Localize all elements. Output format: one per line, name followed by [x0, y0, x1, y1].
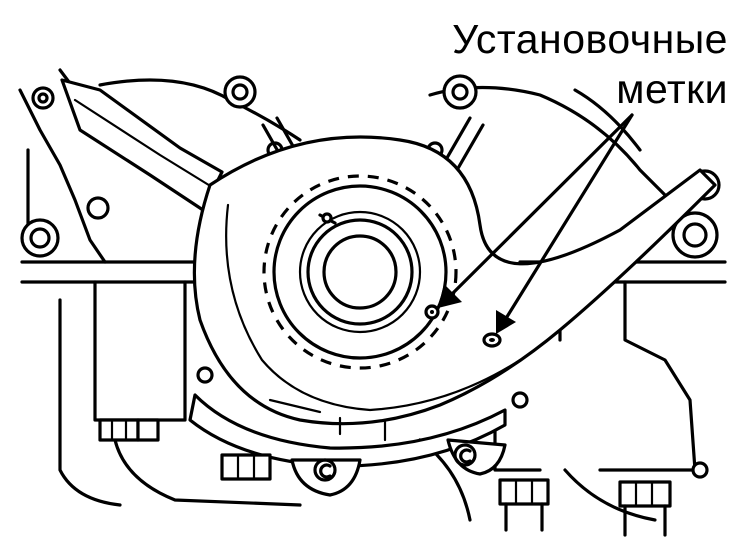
engine-block	[18, 68, 727, 522]
callout-line-2: метки	[616, 66, 728, 112]
bolts	[98, 418, 672, 537]
arrow-icon	[438, 113, 634, 308]
bolt-icon	[498, 478, 550, 532]
crank-sprocket	[262, 174, 458, 370]
clip-icon	[453, 443, 477, 467]
callout-line-1: Установочные	[452, 16, 728, 62]
belt-cover-arm	[60, 78, 224, 212]
timing-marks-label: Установочные метки	[452, 14, 728, 114]
gear-icon	[262, 174, 458, 370]
arrow-icon	[496, 113, 634, 334]
bolt-icon	[98, 418, 160, 442]
timing-marks	[424, 304, 502, 348]
clips	[313, 443, 477, 482]
callout-arrows	[438, 113, 634, 334]
bolt-icon	[618, 480, 672, 537]
clip-icon	[313, 458, 337, 482]
bolt-icon	[220, 453, 272, 481]
